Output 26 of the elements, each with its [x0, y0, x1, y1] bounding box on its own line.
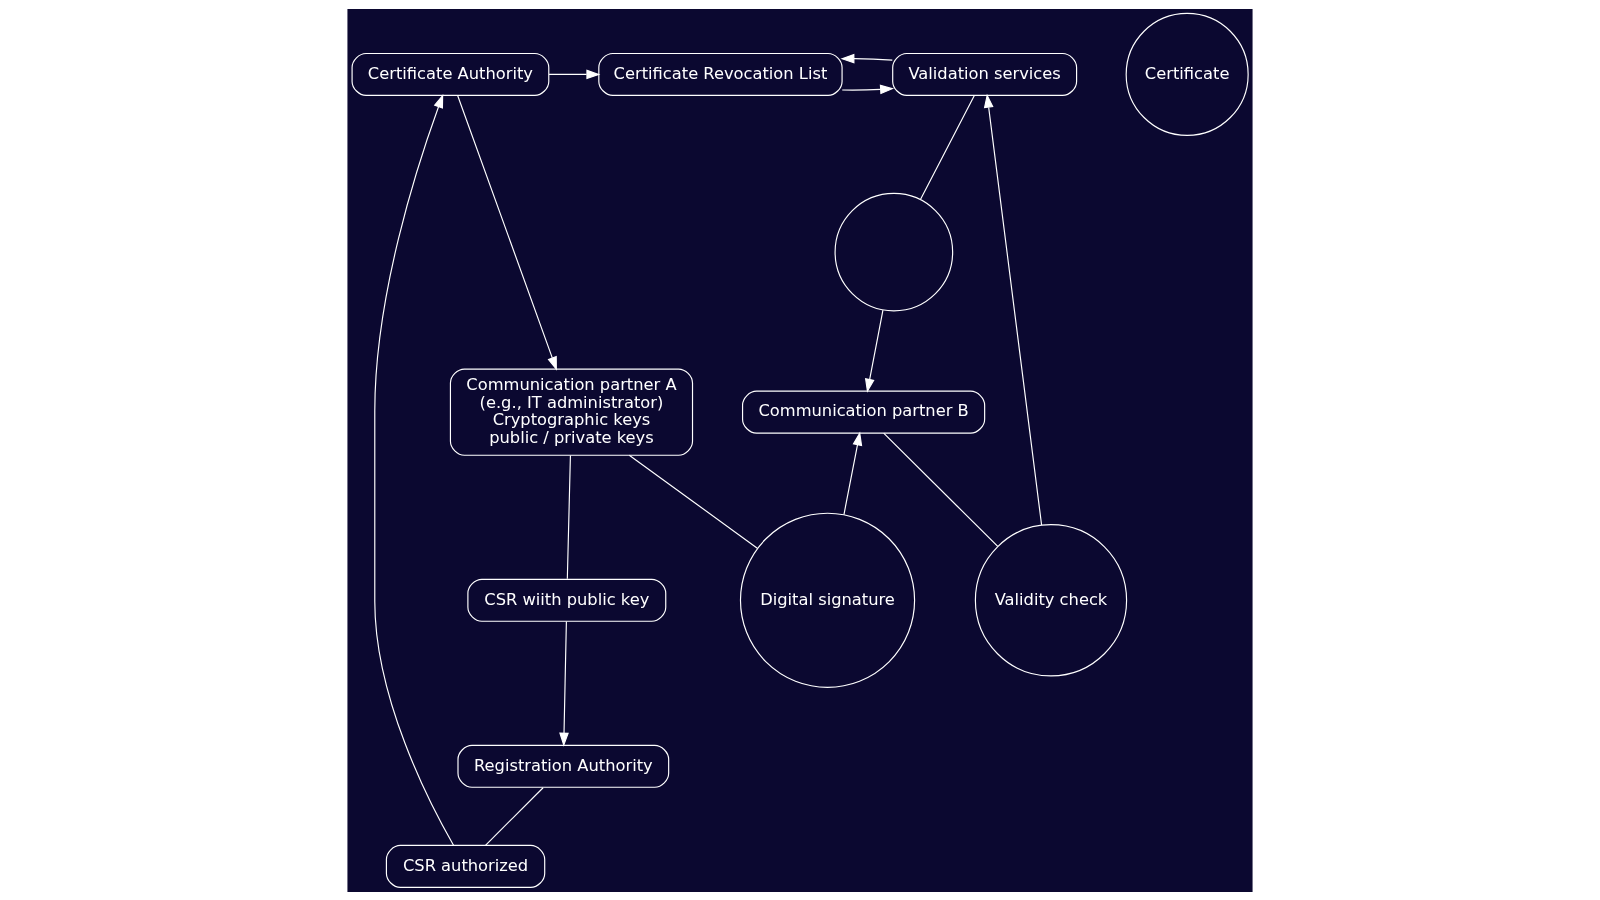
- arrow: [374, 93, 455, 846]
- connector: [628, 454, 759, 549]
- connector: [883, 432, 999, 547]
- node-box: CSR wiith public key: [467, 578, 667, 622]
- node-box: Registration Authority: [457, 744, 670, 788]
- connector: [484, 786, 544, 846]
- node-box: Validation services: [892, 52, 1078, 96]
- arrow: [840, 53, 893, 64]
- node-box: CSR authorized: [385, 844, 546, 888]
- node-circle: Validity check: [974, 523, 1128, 676]
- node-box: Communication partner A (e.g., IT administrator) Cryptographic keys public / private keys: [449, 368, 694, 456]
- arrow: [983, 93, 1043, 526]
- node-circle: [834, 192, 954, 311]
- connector: [566, 454, 571, 579]
- arrow: [457, 94, 557, 371]
- node-circle: Certificate: [1125, 12, 1249, 136]
- node-box: Certificate Authority: [351, 52, 550, 96]
- arrow: [843, 430, 863, 515]
- node-box: Communication partner B: [741, 390, 986, 434]
- arrow: [548, 69, 601, 79]
- arrow: [841, 84, 895, 94]
- node-circle: Digital signature: [739, 512, 916, 688]
- arrow: [864, 309, 884, 393]
- connector: [920, 94, 975, 200]
- node-box: Certificate Revocation List: [598, 52, 843, 96]
- arrow: [559, 620, 569, 747]
